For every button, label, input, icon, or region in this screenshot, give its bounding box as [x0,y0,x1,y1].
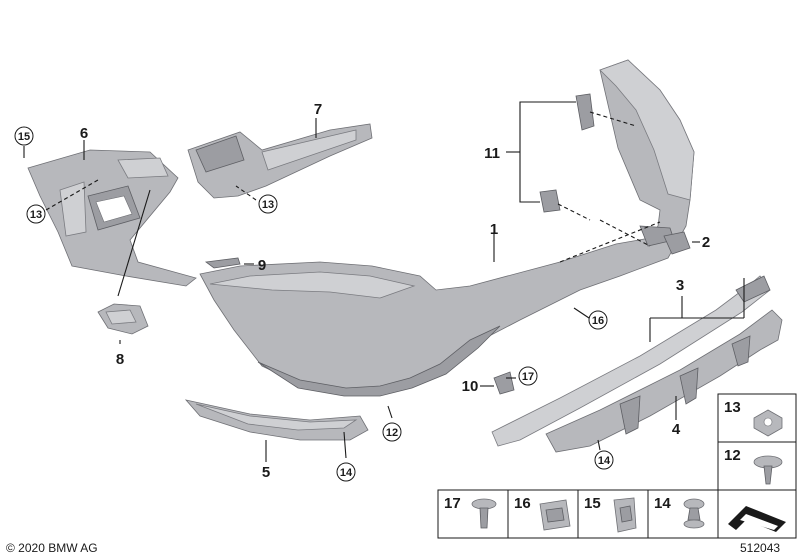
svg-text:13: 13 [262,199,274,211]
legend-cell-12: 12 [717,441,797,491]
diagram-number: 512043 [740,541,781,555]
svg-text:16: 16 [514,495,531,512]
callout-1: 1 [490,221,498,238]
svg-text:14: 14 [340,467,353,479]
corner-trim-part [184,399,369,441]
circled-callout-15: 15 [14,126,34,146]
callout-5: 5 [262,464,270,481]
callout-4: 4 [672,421,681,438]
clip-nut-icon [539,499,571,531]
circled-callout-14-left: 14 [336,462,356,482]
expansion-rivet-icon [471,498,497,529]
callout-6: 6 [80,125,88,142]
svg-text:14: 14 [598,455,611,467]
svg-text:14: 14 [654,495,671,512]
svg-text:15: 15 [18,131,30,143]
circled-callout-12: 12 [382,422,402,442]
bracket-left-part [27,149,197,287]
legend-cell-17: 17 [437,489,509,539]
legend-cell-16: 16 [507,489,579,539]
push-pin-icon [683,498,705,529]
legend-cell-13: 13 [717,393,797,443]
reflector-part [97,303,149,335]
svg-text:17: 17 [522,371,534,383]
callout-9: 9 [258,257,266,274]
svg-text:16: 16 [592,315,604,327]
svg-text:17: 17 [444,495,461,512]
callout-11: 11 [484,145,500,162]
circled-callout-14-right: 14 [594,450,614,470]
callout-8: 8 [116,351,124,368]
bracket-right-part [187,123,373,199]
svg-text:15: 15 [584,495,601,512]
leader-lines [23,101,745,462]
legend-cell-15: 15 [577,489,649,539]
holder-part [493,371,515,395]
circled-callout-16: 16 [588,310,608,330]
svg-text:12: 12 [386,427,398,439]
svg-text:13: 13 [30,209,42,221]
callout-3: 3 [676,277,684,294]
copyright-label: © 2020 BMW AG [6,541,98,555]
mounting-bracket-part [539,93,637,221]
circled-callout-13-left: 13 [26,204,46,224]
nut-icon [753,409,783,437]
callout-2: 2 [702,234,710,251]
bumper-trim-panel-part [199,59,695,397]
screw-icon [753,455,783,485]
circled-callout-17: 17 [518,366,538,386]
legend-cell-14: 14 [647,489,719,539]
svg-text:13: 13 [724,399,741,416]
grommet-strip-icon [728,506,786,532]
callout-7: 7 [314,101,322,118]
diffuser-part [545,309,783,453]
spring-clip-icon [613,497,637,533]
trim-strip-part [204,257,241,269]
clip-part [663,231,691,255]
callout-10: 10 [462,378,479,395]
circled-callout-13-mid: 13 [258,194,278,214]
svg-text:12: 12 [724,447,741,464]
legend-cell-grommet [717,489,797,539]
